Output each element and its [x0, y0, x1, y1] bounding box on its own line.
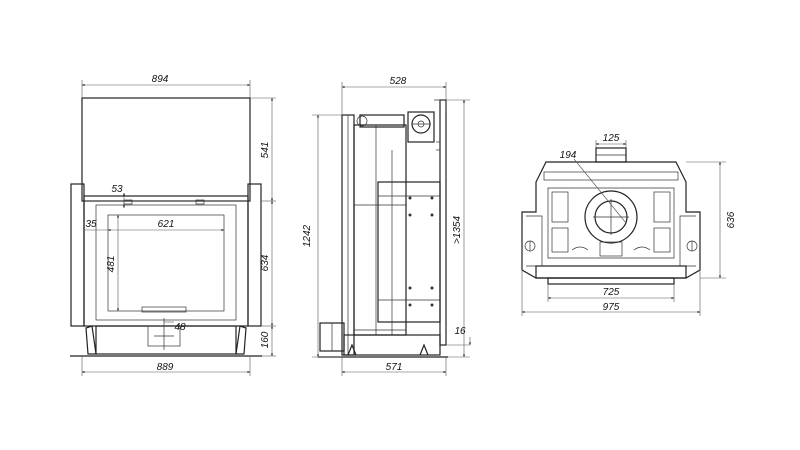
- side-front-post: [439, 99, 447, 346]
- top-front-lip: [547, 277, 675, 285]
- front-base: [95, 325, 237, 355]
- front-door-inner-frame: [95, 204, 237, 321]
- dim-upper-height: 541: [260, 142, 271, 159]
- dim-handle-offset: 48: [174, 322, 186, 333]
- side-air-damper: [407, 111, 435, 143]
- dim-base-depth: 571: [386, 362, 403, 373]
- front-top-latch-right: [195, 199, 205, 205]
- dim-base-width: 889: [157, 362, 174, 373]
- front-left-panel: [70, 183, 85, 327]
- side-top-collar: [359, 114, 405, 128]
- dim-base-offset: 16: [454, 326, 466, 337]
- dim-frame-offset: 35: [85, 219, 97, 230]
- top-dimensions: [521, 140, 726, 316]
- front-view: [70, 97, 262, 357]
- dim-inner-width: 725: [603, 287, 620, 298]
- front-right-foot: [235, 325, 247, 355]
- dim-outlet-height: >1354: [452, 216, 463, 245]
- dim-glass-width: 621: [158, 219, 175, 230]
- front-upper-housing: [81, 97, 251, 202]
- top-view: [521, 147, 701, 285]
- dim-base-height: 160: [260, 331, 271, 348]
- front-dimensions: [81, 80, 276, 376]
- door-handle: [141, 306, 187, 313]
- side-dimensions: [312, 82, 472, 376]
- dim-top-offset: 53: [111, 184, 123, 195]
- dim-flue-diameter: 125: [603, 133, 620, 144]
- side-base: [343, 334, 441, 356]
- dim-depth: 636: [726, 211, 737, 228]
- top-door-strip: [535, 265, 687, 279]
- side-body: [353, 124, 407, 336]
- dim-overall-width: 894: [152, 74, 169, 85]
- side-door-panel: [377, 181, 441, 323]
- dim-total-height: 1242: [302, 224, 313, 247]
- dim-door-height: 634: [260, 254, 271, 271]
- front-left-foot: [85, 325, 97, 355]
- front-glass: [107, 214, 225, 312]
- dim-top-depth: 528: [390, 76, 407, 87]
- side-view: [318, 99, 448, 358]
- dim-outlet-diameter: 194: [560, 150, 577, 161]
- top-flue-ring-outer: [584, 190, 638, 244]
- dim-glass-height: 481: [106, 256, 117, 273]
- dim-top-overall-width: 975: [603, 302, 620, 313]
